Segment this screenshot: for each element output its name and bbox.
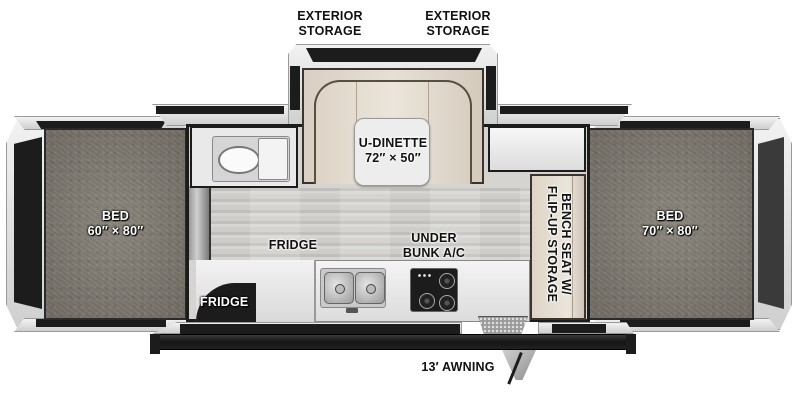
dinette-label: U-DINETTE 72″ × 50″ (350, 136, 436, 166)
dinette-bumpout-top-panel (306, 48, 482, 62)
under-bunk-ac-label: UNDER BUNK A/C (394, 231, 474, 261)
fridge-cabinet-label: FRIDGE (200, 295, 249, 309)
exterior-storage-left-line2: STORAGE (298, 24, 362, 38)
exterior-storage-right-label: EXTERIOR STORAGE (410, 9, 506, 39)
drain-icon (366, 284, 376, 294)
awning-rail (154, 334, 632, 350)
left-bunk-bottom-rail-dark (36, 319, 166, 327)
drain-icon (335, 284, 345, 294)
under-bunk-ac-line2: BUNK A/C (402, 246, 466, 260)
burner-icon (419, 293, 435, 309)
awning-endcap-right (626, 334, 636, 354)
bed-left (44, 128, 187, 320)
awning-label: 13′ AWNING (421, 360, 495, 374)
toilet-icon (218, 146, 260, 174)
cooktop[interactable] (410, 268, 458, 312)
bed-right (588, 128, 754, 320)
top-wall-left-dark (156, 106, 284, 114)
bench-seat-line2: FLIP-UP STORAGE (545, 185, 559, 303)
dinette-table[interactable] (354, 118, 430, 186)
dinette-bumpout-left-panel (290, 66, 300, 110)
awning-endcap-left (150, 334, 160, 354)
burner-icon (439, 295, 455, 311)
faucet-icon (346, 308, 358, 313)
burner-icon (439, 273, 455, 289)
right-bunk-end-panel (758, 137, 784, 309)
exterior-storage-left-line1: EXTERIOR (297, 9, 363, 23)
bench-seat-back (572, 176, 573, 318)
top-wall-right-dark (500, 106, 628, 114)
dinette-size: 72″ × 50″ (365, 151, 421, 165)
bed-left-size: 60″ × 80″ (87, 224, 144, 238)
left-bunk-end-panel (14, 137, 42, 309)
exterior-storage-right-line2: STORAGE (426, 24, 490, 38)
dinette-bumpout-right-panel (486, 66, 496, 110)
floor (210, 188, 532, 260)
front-cabinet[interactable] (488, 126, 586, 172)
sink-bowl-right (355, 272, 385, 304)
left-bunk-top-rail-dark (36, 121, 166, 129)
bed-right-title: BED (656, 209, 684, 223)
bench-seat-label: BENCH SEAT W/ FLIP-UP STORAGE (545, 174, 573, 314)
right-bunk-bottom-rail-dark (620, 319, 750, 327)
fridge-top-label: FRIDGE (268, 238, 318, 252)
bench-seat[interactable] (530, 174, 586, 320)
under-bunk-ac-line1: UNDER (411, 231, 457, 245)
shower-pan (258, 138, 288, 180)
right-bunk-top-rail-dark (620, 121, 750, 129)
bottom-floor-strip (180, 324, 460, 334)
bench-seat-line1: BENCH SEAT W/ (559, 193, 573, 295)
bed-left-title: BED (102, 209, 129, 223)
knob-indicators (417, 274, 433, 277)
bed-right-size: 70″ × 80″ (642, 224, 698, 238)
bottom-floor-strip-right (552, 324, 606, 333)
exterior-storage-left-label: EXTERIOR STORAGE (282, 9, 378, 39)
dinette-title: U-DINETTE (358, 136, 428, 150)
left-wall-cabinet (189, 186, 211, 260)
bed-left-label: BED 60″ × 80″ (44, 209, 187, 239)
exterior-storage-right-line1: EXTERIOR (425, 9, 491, 23)
sink[interactable] (320, 268, 386, 308)
bed-right-label: BED 70″ × 80″ (600, 209, 740, 239)
sink-bowl-left (324, 272, 354, 304)
